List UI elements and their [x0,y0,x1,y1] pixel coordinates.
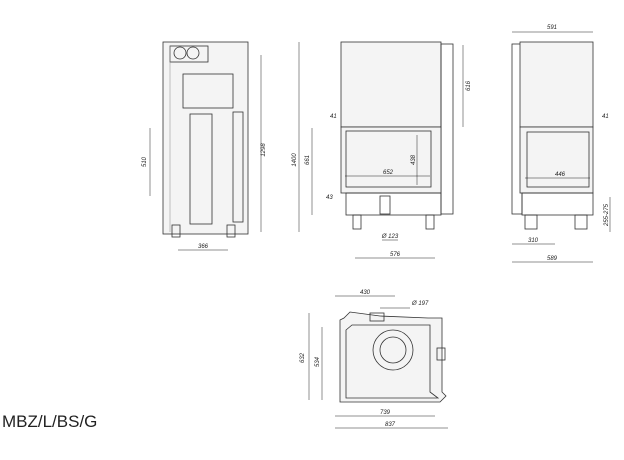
top-depth-inner-label: 534 [315,356,321,367]
front-glass-height-label: 438 [411,154,417,165]
front-view: 1400 616 661 41 652 438 43 Ø 123 576 [292,41,472,259]
model-name: MBZ/L/BS/G [2,412,98,431]
top-width-inner-label: 739 [380,410,391,416]
front-base-width-label: 576 [390,252,401,258]
right-width-bottom-label: 589 [547,256,558,262]
front-top-height-label: 616 [466,80,472,91]
top-flue-offset-label: 430 [360,290,371,296]
right-frame-offset-label: 41 [602,114,609,120]
front-bottom-offset-label: 43 [326,195,333,201]
side-view: 1298 510 366 [142,41,267,251]
side-height-label: 1298 [261,143,267,157]
front-air-inlet-label: Ø 123 [381,234,399,240]
top-flue-diameter-label: Ø 197 [411,301,429,307]
front-total-height-label: 1400 [292,153,298,167]
side-door-height-label: 510 [142,156,148,167]
right-view: 591 41 446 255-275 310 589 [511,25,611,263]
front-frame-offset-label: 41 [330,114,337,120]
top-depth-total-label: 632 [300,352,306,363]
side-width-label: 366 [198,244,209,250]
front-glass-width-label: 652 [383,170,394,176]
top-width-total-label: 837 [385,422,396,428]
right-inlet-offset-label: 310 [528,238,539,244]
right-width-top-label: 591 [547,25,557,31]
front-door-height-label: 661 [305,155,311,165]
top-view: 430 Ø 197 632 534 739 837 [300,290,448,429]
right-leg-height-label: 255-275 [604,203,610,227]
right-glass-width-label: 446 [555,172,566,178]
